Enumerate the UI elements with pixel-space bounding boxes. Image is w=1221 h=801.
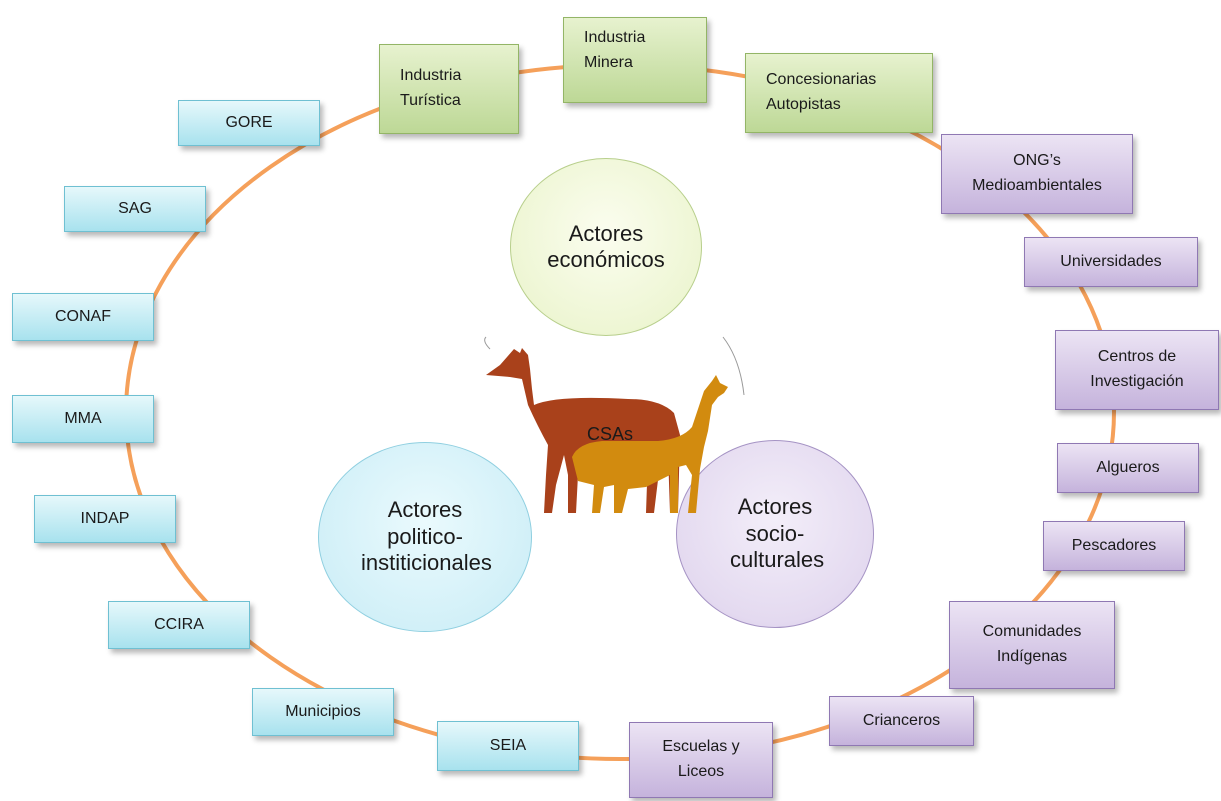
actor-box-escuelas-liceos: Escuelas y Liceos (629, 722, 773, 798)
circle-actores-politico-institucionales: Actores politico-institicionales (318, 442, 532, 632)
actor-box-algueros: Algueros (1057, 443, 1199, 493)
outer-arc-left (484, 336, 491, 350)
center-label-csas: CSAs (587, 424, 634, 444)
actor-box-pescadores: Pescadores (1043, 521, 1185, 571)
actor-box-gore: GORE (178, 100, 320, 146)
circle-actores-economicos: Actores económicos (510, 158, 702, 336)
actor-box-universidades: Universidades (1024, 237, 1198, 287)
vicuna-silhouette (572, 375, 728, 513)
actor-box-crianceros: Crianceros (829, 696, 974, 746)
actor-box-ccira: CCIRA (108, 601, 250, 649)
guanaco-silhouette (486, 348, 680, 513)
camelid-silhouettes-illustration (484, 336, 745, 513)
actor-box-industria-minera: Industria Minera (563, 17, 707, 103)
actor-box-seia: SEIA (437, 721, 579, 771)
actor-box-municipios: Municipios (252, 688, 394, 736)
actor-box-sag: SAG (64, 186, 206, 232)
circle-actores-socio-culturales: Actores socio-culturales (676, 440, 874, 628)
actor-box-conaf: CONAF (12, 293, 154, 341)
actor-box-centros-investigacion: Centros de Investigación (1055, 330, 1219, 410)
actor-box-comunidades-indigenas: Comunidades Indígenas (949, 601, 1115, 689)
outer-arc-right (722, 336, 745, 396)
actor-box-indap: INDAP (34, 495, 176, 543)
actor-box-mma: MMA (12, 395, 154, 443)
actor-box-concesionarias-autopistas: Concesionarias Autopistas (745, 53, 933, 133)
actor-box-ongs-medioambientales: ONG’s Medioambientales (941, 134, 1133, 214)
actor-box-industria-turistica: Industria Turística (379, 44, 519, 134)
